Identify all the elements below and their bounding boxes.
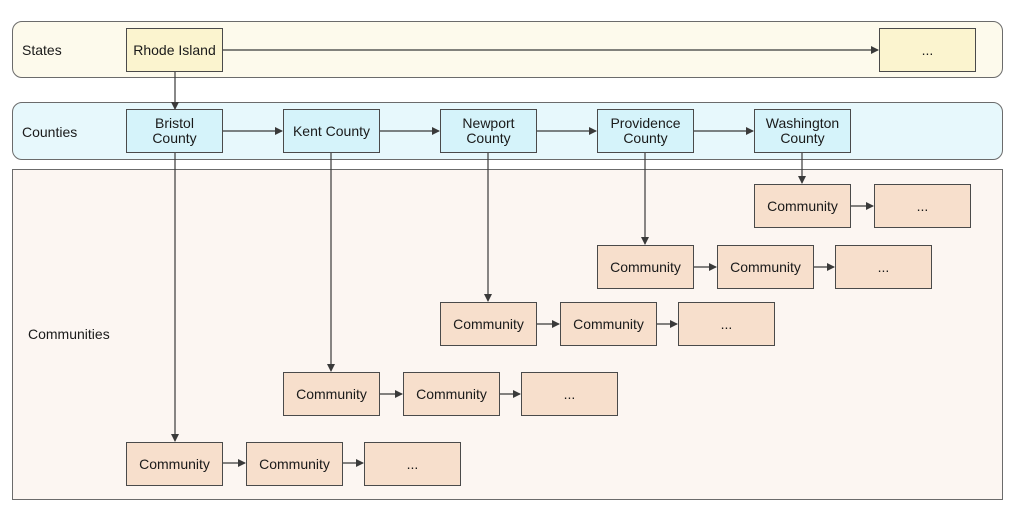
community-node: Community: [597, 245, 694, 289]
community-node: Community: [246, 442, 343, 486]
community-node-more: ...: [678, 302, 775, 346]
community-node: Community: [403, 372, 500, 416]
counties-band-label: Counties: [22, 124, 78, 140]
community-node: Community: [754, 184, 851, 228]
community-node: Community: [440, 302, 537, 346]
county-node-newport: Newport County: [440, 109, 537, 153]
community-node: Community: [126, 442, 223, 486]
states-band-label: States: [22, 42, 62, 58]
community-node: Community: [283, 372, 380, 416]
state-node-more: ...: [879, 28, 976, 72]
communities-band-label: Communities: [28, 326, 110, 342]
county-node-bristol: Bristol County: [126, 109, 223, 153]
county-node-kent: Kent County: [283, 109, 380, 153]
county-node-providence: Providence County: [597, 109, 694, 153]
community-node: Community: [717, 245, 814, 289]
community-node-more: ...: [521, 372, 618, 416]
state-node-rhode-island: Rhode Island: [126, 28, 223, 72]
community-node: Community: [560, 302, 657, 346]
county-node-washington: Washington County: [754, 109, 851, 153]
community-node-more: ...: [874, 184, 971, 228]
community-node-more: ...: [364, 442, 461, 486]
community-node-more: ...: [835, 245, 932, 289]
